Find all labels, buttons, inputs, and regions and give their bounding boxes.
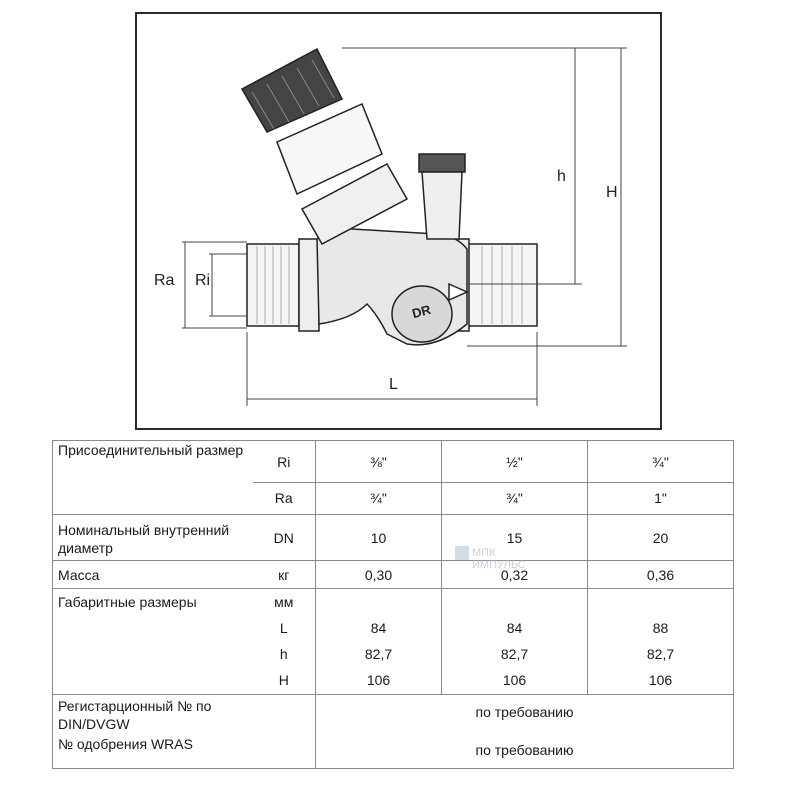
spec-table: Присоединительный размер Ri ⅜" ½" ¾" Ra … bbox=[52, 440, 734, 769]
l-value-2: 84 bbox=[506, 620, 523, 636]
valve-schematic bbox=[182, 47, 627, 406]
dims-units: мм L h H bbox=[252, 588, 316, 695]
ra-value-3: 1" bbox=[587, 482, 734, 515]
unit-dn: DN bbox=[252, 514, 316, 561]
mass-value-2: 0,32 bbox=[441, 560, 588, 589]
ri-value-2: ½" bbox=[441, 440, 588, 483]
unit-l: L bbox=[279, 620, 288, 636]
table-row: Присоединительный размер Ri ⅜" ½" ¾" bbox=[52, 440, 734, 515]
wras-label: № одобрения WRAS bbox=[58, 736, 193, 752]
table-row: Ra ¾" ¾" 1" bbox=[53, 482, 734, 515]
table-row: Регистарционный № по DIN/DVGW № одобрени… bbox=[52, 694, 734, 769]
mass-value-3: 0,36 bbox=[587, 560, 734, 589]
dn-value-1: 10 bbox=[315, 514, 442, 561]
connection-label: Присоединительный размер bbox=[52, 440, 253, 515]
l-value-1: 84 bbox=[370, 620, 387, 636]
htotal-value-2: 106 bbox=[502, 672, 527, 688]
watermark-logo-icon bbox=[455, 546, 469, 560]
unit-mass: кг bbox=[252, 560, 316, 589]
approval-values: по требованию по требованию bbox=[315, 694, 734, 769]
wras-value: по требованию bbox=[475, 742, 574, 758]
dims-label: Габаритные размеры bbox=[52, 588, 253, 695]
dn-value-3: 20 bbox=[587, 514, 734, 561]
dims-col-1: 84 82,7 106 bbox=[315, 588, 442, 695]
dim-label-ra: Ra bbox=[154, 272, 175, 289]
unit-h-total: H bbox=[278, 672, 289, 688]
h-value-2: 82,7 bbox=[500, 646, 529, 662]
ra-value-1: ¾" bbox=[315, 482, 442, 515]
table-row: Номинальный внутренний диаметр DN 10 15 … bbox=[52, 514, 734, 561]
table-row: Габаритные размеры мм L h H 84 82,7 106 … bbox=[52, 588, 734, 695]
htotal-value-1: 106 bbox=[366, 672, 391, 688]
unit-mm: мм bbox=[274, 594, 294, 610]
unit-ri: Ri bbox=[252, 440, 316, 483]
l-value-3: 88 bbox=[652, 620, 669, 636]
dim-label-h-small: h bbox=[557, 168, 566, 185]
mass-value-1: 0,30 bbox=[315, 560, 442, 589]
approval-labels: Регистарционный № по DIN/DVGW № одобрени… bbox=[52, 694, 316, 769]
dim-label-ri: Ri bbox=[195, 272, 211, 289]
watermark-line2: ИМПУЛЬС bbox=[472, 559, 526, 571]
unit-h: h bbox=[279, 646, 288, 662]
h-value-3: 82,7 bbox=[646, 646, 675, 662]
valve-drawing: Ra Ri L h H DR bbox=[135, 12, 662, 430]
table-row: Масса кг 0,30 0,32 0,36 bbox=[52, 560, 734, 589]
htotal-value-3: 106 bbox=[648, 672, 673, 688]
dims-col-2: 84 82,7 106 bbox=[441, 588, 588, 695]
ri-value-3: ¾" bbox=[587, 440, 734, 483]
dims-col-3: 88 82,7 106 bbox=[587, 588, 734, 695]
dn-label: Номинальный внутренний диаметр bbox=[52, 514, 253, 561]
h-value-1: 82,7 bbox=[364, 646, 393, 662]
watermark: МПК ИМПУЛЬС bbox=[455, 546, 526, 571]
watermark-line1: МПК bbox=[472, 546, 496, 559]
dim-label-h-total: H bbox=[606, 184, 618, 201]
ra-value-2: ¾" bbox=[441, 482, 588, 515]
mass-label: Масса bbox=[52, 560, 253, 589]
ri-value-1: ⅜" bbox=[315, 440, 442, 483]
reg-value: по требованию bbox=[475, 704, 574, 720]
reg-label: Регистарционный № по DIN/DVGW bbox=[58, 698, 212, 732]
unit-ra: Ra bbox=[252, 482, 316, 515]
dim-label-l: L bbox=[389, 376, 398, 393]
